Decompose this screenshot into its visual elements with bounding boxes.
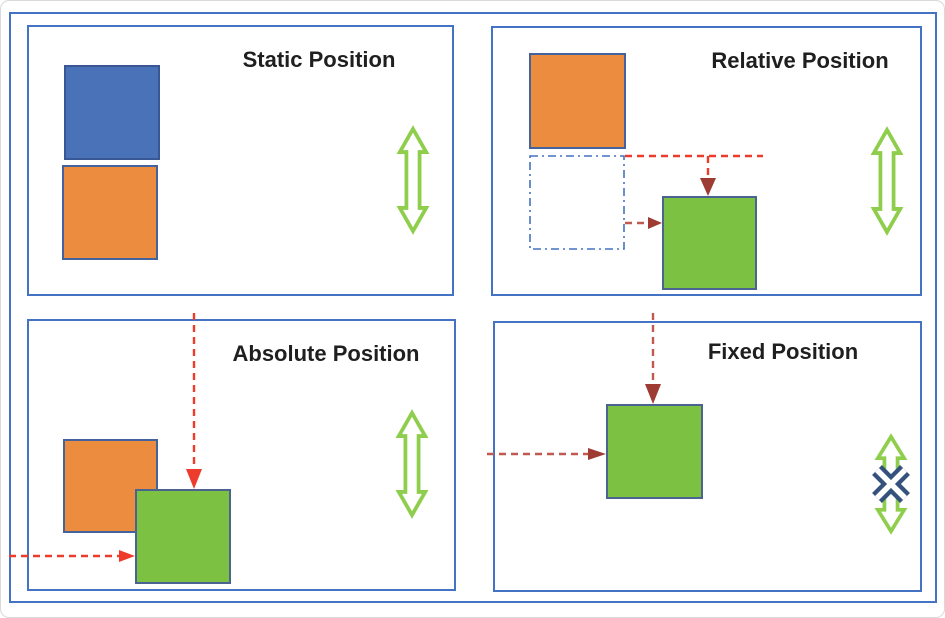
panel-static: Static Position xyxy=(27,25,454,296)
panel-relative: Relative Position xyxy=(491,26,922,296)
vertical-scroll-arrow-icon xyxy=(395,409,429,519)
panel-title-relative: Relative Position xyxy=(711,48,889,73)
vertical-scroll-arrow-icon xyxy=(870,126,904,236)
ghost-box-icon xyxy=(529,155,625,250)
vertical-scroll-arrow-icon xyxy=(396,125,430,235)
green-box xyxy=(662,196,757,290)
green-box xyxy=(606,404,703,499)
outer-frame xyxy=(9,12,937,603)
offset-arrow-down-icon xyxy=(186,313,202,489)
orange-box xyxy=(62,165,158,260)
green-box xyxy=(135,489,231,584)
offset-arrow-down-icon xyxy=(645,313,661,404)
orange-box xyxy=(529,53,626,149)
panel-title-static: Static Position xyxy=(242,47,396,72)
panel-title-absolute: Absolute Position xyxy=(232,341,420,366)
offset-arrow-right-icon xyxy=(9,550,135,562)
offset-arrow-right-icon xyxy=(625,217,662,229)
panel-fixed: Fixed Position xyxy=(487,313,922,592)
blue-box xyxy=(64,65,160,160)
offset-arrow-down-icon xyxy=(625,154,763,196)
no-vertical-scroll-icon xyxy=(872,465,910,503)
panel-title-fixed: Fixed Position xyxy=(707,339,859,364)
panel-absolute: Absolute Position xyxy=(9,313,456,591)
offset-arrow-right-icon xyxy=(487,448,606,460)
